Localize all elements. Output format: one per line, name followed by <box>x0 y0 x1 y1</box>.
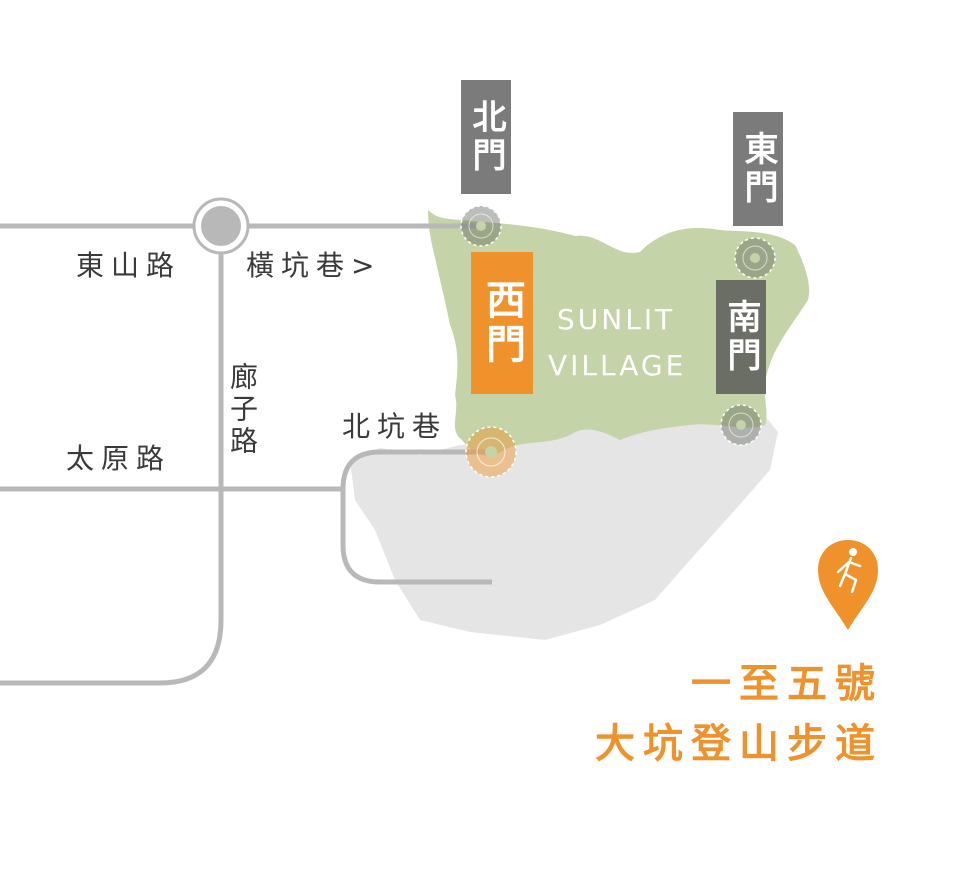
road-label-taiyuan: 太原路 <box>66 442 172 475</box>
road-network <box>0 223 492 686</box>
gate-label-south[interactable]: 南門 <box>716 280 766 394</box>
mountain-area <box>350 410 778 640</box>
trail-title-line2: 大坑登山步道 <box>595 721 883 767</box>
hiker-pin-icon[interactable] <box>818 540 878 630</box>
road-beikeng <box>340 449 492 585</box>
village-name-line1: SUNLIT <box>557 303 676 336</box>
north-gate-marker-icon[interactable] <box>460 205 502 247</box>
gate-label-west[interactable]: 西門 <box>471 252 533 394</box>
road-langzi <box>0 226 224 686</box>
roundabout-icon <box>192 197 250 255</box>
road-label-beikeng: 北坑巷 <box>342 410 448 443</box>
gate-label-north[interactable]: 北門 <box>461 80 511 194</box>
east-gate-marker-icon[interactable] <box>734 237 776 279</box>
road-label-langzi: 廊子路 <box>226 362 259 458</box>
west-gate-marker-icon[interactable] <box>465 426 517 478</box>
road-label-hengkeng: 橫坑巷> <box>246 249 382 282</box>
trail-title-line1: 一至五號 <box>691 661 883 707</box>
gate-label-east[interactable]: 東門 <box>733 112 783 226</box>
road-label-dongshan: 東山路 <box>76 249 182 282</box>
south-gate-marker-icon[interactable] <box>720 404 762 446</box>
village-name-line2: VILLAGE <box>548 349 687 382</box>
